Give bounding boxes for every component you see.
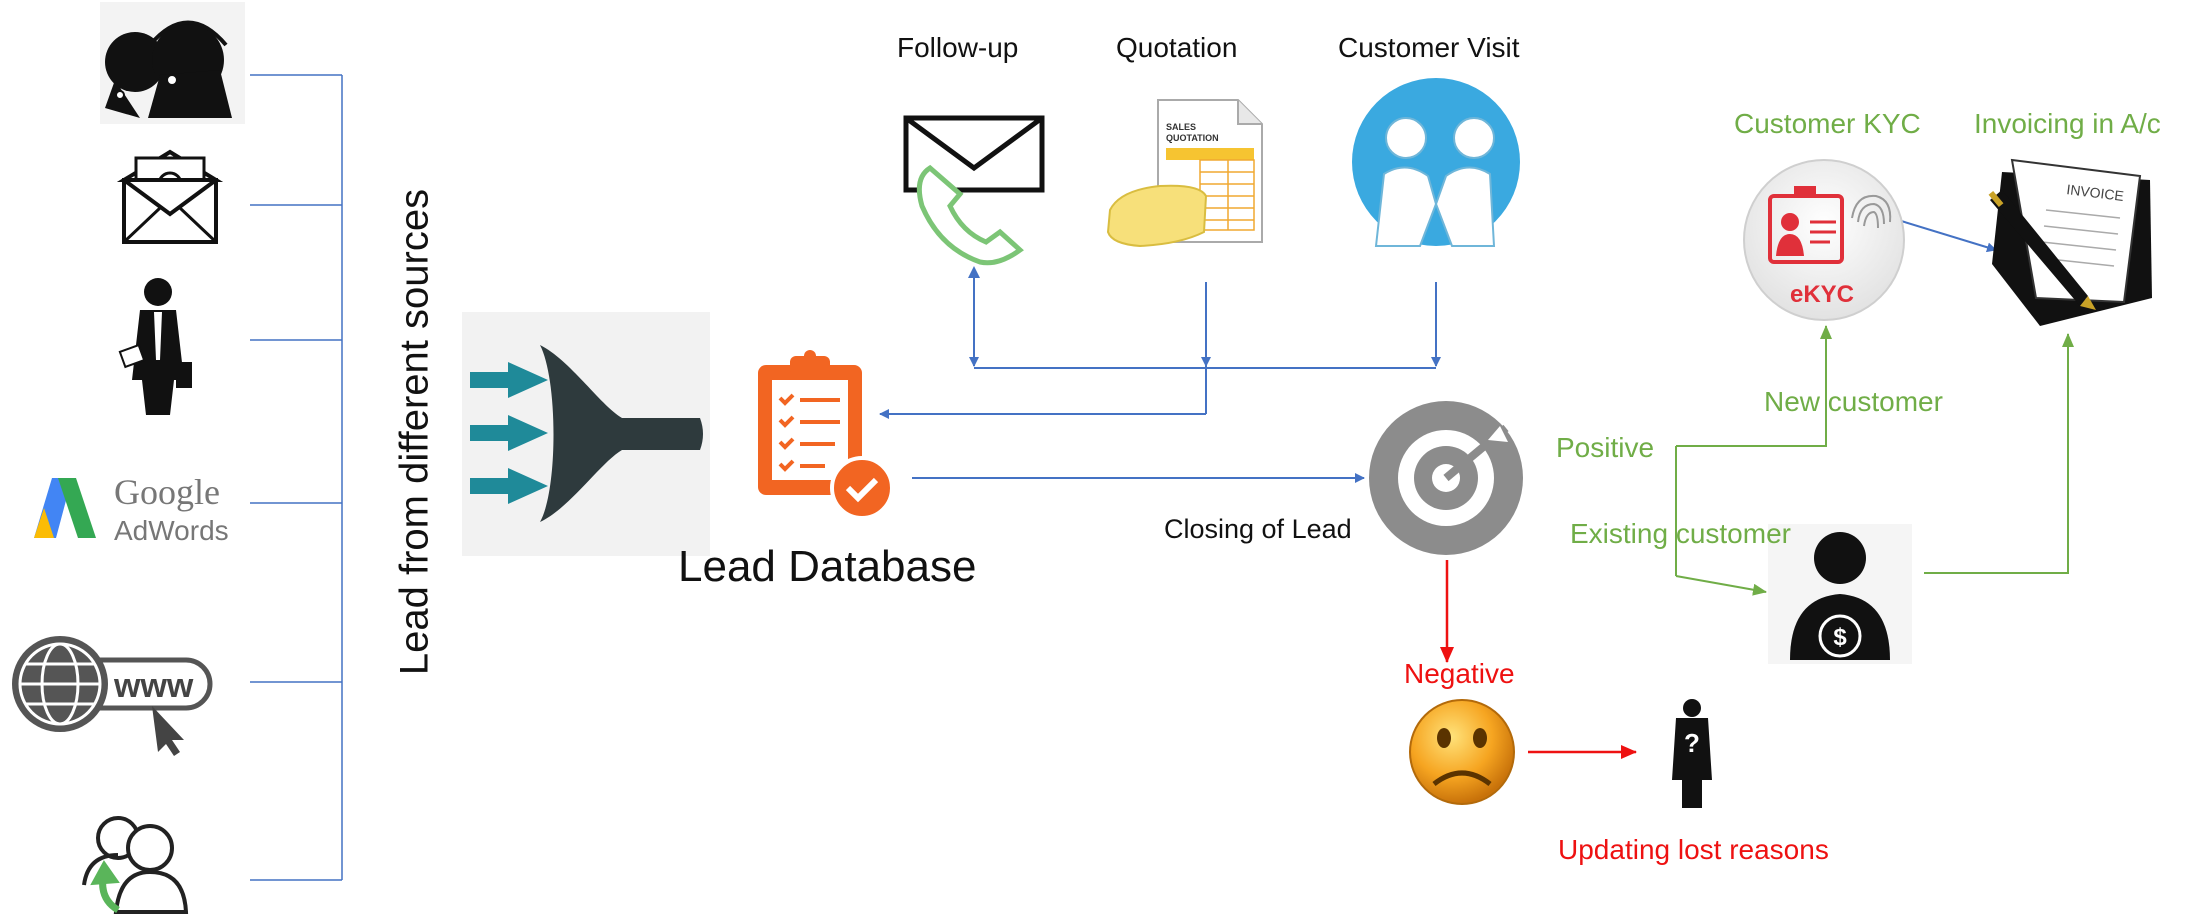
referral-icon — [82, 816, 189, 914]
svg-text:?: ? — [1684, 728, 1700, 758]
follow-up-loop-arrowhead — [968, 266, 980, 278]
email-icon — [116, 149, 224, 244]
handshake-icon — [1352, 78, 1520, 247]
closing-of-lead-label: Closing of Lead — [1164, 514, 1352, 544]
quotation-doc-title: SALES — [1166, 122, 1196, 132]
website-icon: www — [12, 636, 213, 756]
google-brand-text: Google — [114, 472, 220, 512]
sources-label: Lead from different sources — [392, 188, 437, 676]
kyc-to-invoice-arrow — [1897, 219, 1997, 253]
existing-customer-label: Existing customer — [1570, 518, 1791, 549]
invoice-doc-title: INVOICE — [2066, 181, 2125, 204]
activity-connectors — [879, 268, 1441, 419]
target-icon — [1369, 401, 1523, 555]
sales-quotation-icon: SALES QUOTATION — [1106, 99, 1263, 248]
lead-database-label: Lead Database — [678, 542, 977, 591]
envelope-phone-icon — [903, 115, 1045, 266]
lost-reasons-label: Updating lost reasons — [1558, 834, 1829, 865]
negative-label: Negative — [1404, 658, 1515, 689]
quotation-label: Quotation — [1116, 32, 1238, 63]
clipboard-checklist-icon — [758, 350, 894, 520]
customer-visit-label: Customer Visit — [1338, 32, 1520, 63]
new-customer-label: New customer — [1764, 386, 1943, 417]
question-person-icon: ? — [1672, 699, 1712, 808]
funnel-icon — [462, 312, 710, 556]
google-adwords-logo: Google AdWords — [34, 472, 229, 546]
existing-customer-icon: $ — [1768, 524, 1912, 664]
invoicing-label: Invoicing in A/c — [1974, 108, 2161, 139]
source-bracket — [250, 74, 343, 881]
ekyc-icon: eKYC — [1743, 159, 1905, 321]
positive-label: Positive — [1556, 432, 1655, 463]
quotation-doc-subtitle: QUOTATION — [1166, 133, 1219, 143]
positive-connectors — [1675, 325, 2074, 596]
sad-face-icon — [1409, 699, 1515, 805]
salesman-icon — [118, 278, 192, 415]
ekyc-text: eKYC — [1790, 281, 1854, 308]
follow-up-label: Follow-up — [897, 32, 1019, 63]
adwords-brand-text: AdWords — [114, 515, 229, 546]
call-center-icon — [100, 2, 245, 124]
customer-kyc-label: Customer KYC — [1734, 108, 1921, 139]
www-text: www — [113, 667, 194, 705]
invoice-icon: INVOICE — [1988, 158, 2152, 326]
svg-text:$: $ — [1833, 624, 1847, 651]
